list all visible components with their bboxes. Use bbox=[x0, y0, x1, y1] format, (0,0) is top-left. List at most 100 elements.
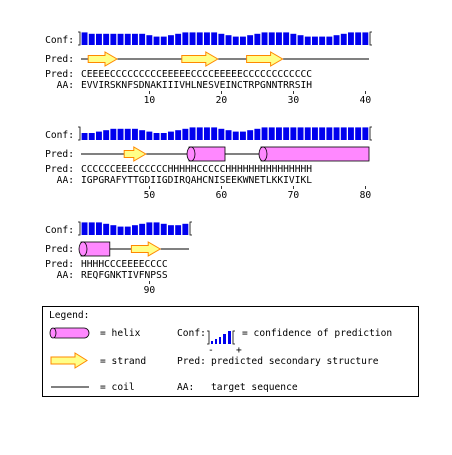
confidence-bar bbox=[160, 36, 167, 45]
confidence-bar bbox=[355, 32, 362, 45]
aa-sequence: EVVIRSKNFSDNAKIIIVHLNESVEINCTRPGNNTRRSIH bbox=[81, 80, 313, 91]
aa-seq-label: AA: bbox=[56, 80, 74, 91]
confidence-bar bbox=[132, 33, 138, 45]
legend-title: Legend: bbox=[49, 310, 90, 321]
confidence-bar bbox=[283, 32, 290, 45]
confidence-bar bbox=[283, 127, 290, 140]
confidence-bar bbox=[355, 127, 362, 140]
pred-seq-label: Pred: bbox=[45, 164, 74, 175]
confidence-bar bbox=[297, 127, 304, 140]
confidence-bar bbox=[146, 131, 153, 140]
confidence-bar bbox=[348, 127, 354, 140]
confidence-bar bbox=[247, 35, 254, 45]
confidence-bar bbox=[124, 128, 131, 140]
confidence-bar bbox=[240, 131, 246, 140]
conf-bracket-right bbox=[369, 126, 372, 141]
confidence-bar bbox=[232, 36, 239, 45]
confidence-bar bbox=[189, 127, 196, 140]
legend-helix-label: = helix bbox=[100, 328, 141, 339]
confidence-bar bbox=[211, 127, 218, 140]
conf-label: Conf: bbox=[45, 130, 74, 141]
aa-seq-label: AA: bbox=[56, 175, 74, 186]
helix-cylinder-end bbox=[258, 146, 268, 162]
confidence-bar bbox=[96, 131, 102, 140]
confidence-bar bbox=[340, 33, 347, 45]
confidence-bar bbox=[117, 33, 124, 45]
confidence-bar bbox=[189, 32, 196, 45]
confidence-bar bbox=[333, 35, 340, 45]
confidence-bar bbox=[326, 36, 333, 45]
legend-strand-icon bbox=[50, 352, 88, 369]
confidence-bar bbox=[326, 127, 333, 140]
helix-cylinder-end bbox=[78, 241, 88, 257]
confidence-bar bbox=[168, 225, 174, 235]
legend-strand-label: = strand bbox=[100, 356, 147, 367]
strand-arrow bbox=[181, 51, 219, 67]
confidence-bar bbox=[319, 127, 326, 140]
confidence-bar bbox=[182, 32, 189, 45]
confidence-bar bbox=[218, 128, 225, 140]
confidence-bar bbox=[160, 133, 167, 140]
confidence-bar bbox=[153, 36, 160, 45]
strand-arrow bbox=[246, 51, 284, 67]
confidence-bar bbox=[362, 32, 369, 45]
confidence-bar bbox=[211, 32, 218, 45]
confidence-bar bbox=[168, 35, 174, 45]
confidence-bar bbox=[103, 130, 110, 140]
aa-sequence: REQFGNKTIVFNPSS bbox=[81, 270, 168, 281]
strand-arrow bbox=[123, 146, 147, 162]
confidence-bar bbox=[261, 127, 268, 140]
confidence-bar bbox=[232, 131, 239, 140]
confidence-bar bbox=[312, 36, 318, 45]
legend-minus: - bbox=[208, 345, 214, 356]
confidence-bar bbox=[348, 32, 354, 45]
conf-bracket-right bbox=[369, 31, 372, 46]
confidence-bar bbox=[81, 32, 88, 45]
conf-bracket-right bbox=[189, 221, 192, 236]
confidence-bar bbox=[240, 36, 246, 45]
conf-label: Conf: bbox=[45, 35, 74, 46]
confidence-bar bbox=[218, 33, 225, 45]
helix-cylinder-end bbox=[186, 146, 196, 162]
confidence-bar bbox=[117, 128, 124, 140]
confidence-bar bbox=[153, 133, 160, 140]
legend-aa-label: AA: bbox=[177, 382, 195, 393]
confidence-bar bbox=[88, 133, 95, 140]
legend-helix-icon bbox=[49, 327, 90, 339]
confidence-bar bbox=[103, 33, 110, 45]
pred-row-label: Pred: bbox=[45, 54, 74, 65]
confidence-bar bbox=[225, 130, 232, 140]
confidence-bar bbox=[175, 130, 182, 140]
helix-cylinder bbox=[260, 146, 370, 162]
position-tick-label: 90 bbox=[143, 285, 156, 296]
confidence-bar bbox=[362, 127, 369, 140]
confidence-bar bbox=[103, 223, 110, 235]
position-tick-label: 20 bbox=[215, 95, 228, 106]
confidence-bar bbox=[175, 33, 182, 45]
confidence-bar bbox=[110, 225, 117, 235]
position-tick-label: 50 bbox=[143, 190, 156, 201]
conf-bracket-left bbox=[78, 126, 81, 141]
pred-seq-label: Pred: bbox=[45, 69, 74, 80]
confidence-bar bbox=[139, 130, 146, 140]
strand-arrow bbox=[87, 51, 118, 67]
legend-coil-label: = coil bbox=[100, 382, 135, 393]
confidence-bar bbox=[225, 35, 232, 45]
confidence-bar bbox=[88, 222, 95, 235]
legend-conf-label: Conf: bbox=[177, 328, 206, 339]
confidence-bar bbox=[139, 223, 146, 235]
confidence-bar bbox=[312, 127, 318, 140]
confidence-bar bbox=[132, 225, 138, 235]
conf-bracket-left bbox=[78, 31, 81, 46]
legend-aa-desc: target sequence bbox=[211, 382, 298, 393]
confidence-bar bbox=[204, 127, 210, 140]
confidence-bar bbox=[96, 33, 102, 45]
confidence-bar bbox=[304, 36, 311, 45]
legend-pred-desc: predicted secondary structure bbox=[211, 356, 379, 367]
legend-pred-label: Pred: bbox=[177, 356, 206, 367]
confidence-bar bbox=[168, 131, 174, 140]
confidence-bar bbox=[160, 223, 167, 235]
confidence-bar bbox=[290, 127, 297, 140]
confidence-bar bbox=[276, 32, 282, 45]
